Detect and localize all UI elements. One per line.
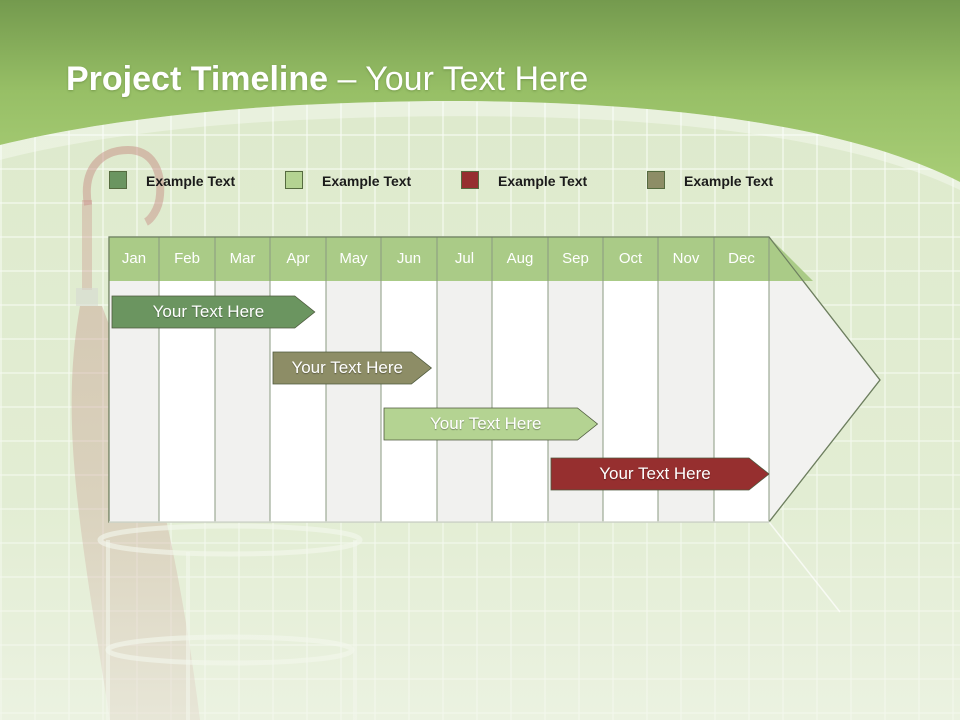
legend-label: Example Text	[684, 173, 774, 189]
task-bar	[111, 295, 316, 329]
legend-label: Example Text	[322, 173, 412, 189]
month-header-band	[109, 237, 813, 281]
month-label: May	[339, 250, 368, 267]
task-bar	[550, 457, 770, 491]
legend-swatch	[109, 171, 127, 189]
legend-label: Example Text	[146, 173, 236, 189]
title-rest: – Your Text Here	[328, 60, 589, 98]
month-label: Jun	[396, 250, 422, 267]
month-column	[326, 281, 381, 522]
task-bar	[272, 351, 433, 385]
task-bar	[383, 407, 599, 441]
month-label: Aug	[506, 250, 534, 267]
month-label: Mar	[229, 250, 256, 267]
legend-swatch	[647, 171, 665, 189]
timeline-arrow-outline	[108, 236, 881, 523]
month-column	[381, 281, 437, 522]
legend-label: Example Text	[498, 173, 588, 189]
month-column	[492, 281, 548, 522]
month-label: Oct	[618, 250, 643, 267]
month-label: Apr	[286, 250, 310, 267]
month-label: Nov	[672, 250, 700, 267]
month-label: Dec	[728, 250, 755, 267]
month-column	[437, 281, 492, 522]
month-label: Sep	[562, 250, 589, 267]
month-label: Feb	[174, 250, 200, 267]
month-label: Jul	[454, 250, 475, 267]
header-banner	[0, 0, 960, 190]
page-title: Project Timeline – Your Text Here	[66, 60, 588, 99]
month-label: Jan	[121, 250, 147, 267]
timeline-reflection	[109, 521, 841, 613]
legend-swatch	[461, 171, 479, 189]
title-bold: Project Timeline	[66, 60, 329, 98]
legend-swatch	[285, 171, 303, 189]
